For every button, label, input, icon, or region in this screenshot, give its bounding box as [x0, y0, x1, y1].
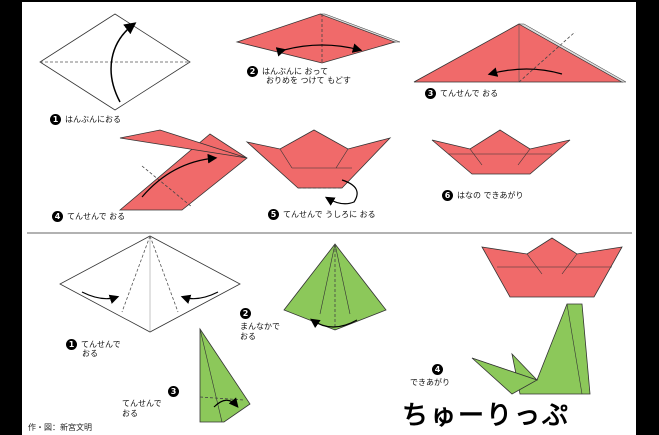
top-step4-shape [118, 129, 248, 211]
bottom-step2-number: 2 [240, 308, 255, 319]
step-number-badge: 1 [66, 339, 77, 350]
step-number-badge: 6 [442, 190, 453, 201]
step-number-badge: 3 [425, 88, 436, 99]
step-number-badge: 1 [50, 114, 61, 125]
top-step5-shape [245, 129, 392, 206]
bottom-step3-shape [199, 327, 251, 423]
bottom-step2-caption: まんなかで [240, 322, 280, 331]
step-number-badge: 4 [432, 364, 443, 375]
top-step3-shape [413, 23, 627, 83]
bottom-step2-caption-line2: おる [240, 332, 256, 341]
top-step2-shape [235, 13, 401, 64]
bottom-step4-stem [471, 303, 591, 395]
step-number-badge: 2 [247, 66, 258, 77]
bottom-step4-number: 4 [432, 364, 447, 375]
bottom-step3-caption: てんせんで [122, 399, 162, 408]
bottom-step2-shape [283, 243, 387, 331]
bottom-step3-number: 3 [168, 386, 183, 397]
step-number-badge: 5 [268, 209, 279, 220]
bottom-step3-caption-line2: おる [122, 409, 138, 418]
step-number-badge: 3 [168, 386, 179, 397]
diagram-title: ちゅーりっぷ [402, 401, 571, 431]
bottom-step4-caption: できあがり [410, 378, 450, 387]
top-step6-shape [431, 129, 571, 175]
top-step2-caption-line2: おりめを つけて もどす [266, 76, 351, 85]
author-credit: 作・図：新宮文明 [28, 423, 92, 432]
top-step1-shape [39, 13, 191, 111]
step-number-badge: 2 [240, 308, 251, 319]
step-number-badge: 4 [52, 211, 63, 222]
bottom-step1-caption-line2: おる [82, 349, 98, 358]
bottom-step1-shape [59, 235, 241, 333]
fold-diagram [27, 13, 632, 423]
bottom-step4-flower [481, 237, 623, 298]
